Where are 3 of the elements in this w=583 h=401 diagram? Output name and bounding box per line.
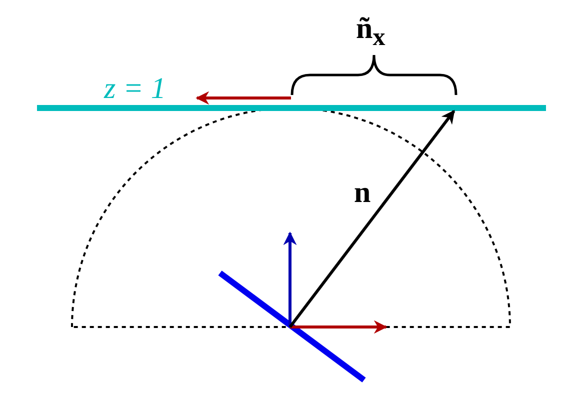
vector-label: ñ$_{x}$ — [356, 14, 386, 50]
vector-label: n — [354, 178, 371, 208]
axis-label: z = 1 — [104, 74, 166, 104]
